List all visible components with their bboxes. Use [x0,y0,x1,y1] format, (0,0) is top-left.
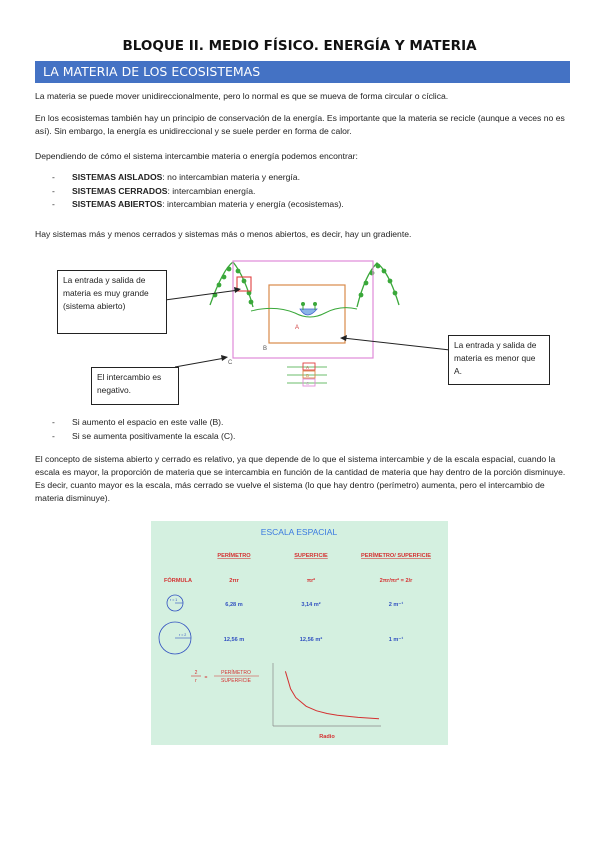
callout-right: La entrada y salida de materia es menor … [448,335,550,385]
left-hill [209,261,254,308]
list-item: Si aumento el espacio en este valle (B). [52,416,235,430]
svg-text:A: A [306,365,309,370]
x-axis-label: Radio [319,734,335,740]
paragraph-4: Hay sistemas más y menos cerrados y sist… [35,229,412,239]
list-item: SISTEMAS ABIERTOS: intercambian materia … [52,198,344,212]
svg-text:2: 2 [195,670,198,676]
page-title: BLOQUE II. MEDIO FÍSICO. ENERGÍA Y MATER… [122,38,477,54]
scale-box-a-small [236,276,252,292]
value-r1-superficie: 3,14 m² [301,601,320,608]
circle-r1: r = 1 [166,594,184,612]
svg-text:r = 2: r = 2 [179,633,186,637]
svg-text:B: B [306,373,309,378]
arrow-left-top [164,289,240,301]
svg-text:r: r [195,678,197,684]
formula-ratio: 2πr/πr² = 2/r [380,577,413,584]
formula-superficie: πr² [307,577,315,584]
scale-list: Si aumento el espacio en este valle (B).… [52,416,235,443]
svg-text:=: = [205,675,208,681]
arrow-right [342,337,451,351]
diagram-label-b: B [263,346,267,352]
ratio-curve [284,671,380,720]
chart-graphic: ESCALA ESPACIAL PERÍMETRO SUPERFICIE PER… [151,521,448,745]
chart-title: ESCALA ESPACIAL [261,527,338,537]
paragraph-1: La materia se puede mover unidireccional… [35,91,449,101]
circle-r2: r = 2 [158,621,192,655]
right-hill [356,262,400,308]
section-banner: LA MATERIA DE LOS ECOSISTEMAS [35,61,570,83]
paragraph-3: Dependiendo de cómo el sistema intercamb… [35,151,358,161]
value-r2-superficie: 12,56 m² [300,636,323,643]
value-r2-ratio: 1 m⁻¹ [389,636,404,643]
diagram-label-c: C [228,360,233,366]
callout-left-top: La entrada y salida de materia es muy gr… [57,270,167,334]
list-item: Si se aumenta positivamente la escala (C… [52,430,235,444]
scale-box-c [232,260,374,359]
diagram-legend: A B C [287,362,327,387]
value-r1-ratio: 2 m⁻¹ [389,601,404,608]
diagram-label-a: A [295,325,299,331]
paragraph-2: En los ecosistemas también hay un princi… [35,113,565,136]
value-r2-perimetro: 12,56 m [224,637,245,643]
formula-perimetro: 2πr [229,578,239,584]
header-ratio: PERÍMETRO/ SUPERFICIE [361,551,431,559]
scale-chart: ESCALA ESPACIAL PERÍMETRO SUPERFICIE PER… [151,521,448,745]
paragraph-5: El concepto de sistema abierto y cerrado… [35,454,566,503]
chart-background [151,521,448,745]
svg-text:r = 1: r = 1 [170,598,177,602]
list-item: SISTEMAS AISLADOS: no intercambian mater… [52,171,344,185]
header-superficie: SUPERFICIE [294,553,328,559]
scale-box-b [268,284,346,344]
svg-text:PERÍMETRO: PERÍMETRO [221,669,251,676]
ratio-equation: 2 r = PERÍMETRO SUPERFICIE [191,669,259,684]
ecosystem-diagram: A B C A B C La entrada y salida de mater… [35,247,570,405]
value-r1-perimetro: 6,28 m [225,602,242,608]
pond-icon [299,308,318,316]
plot-area: Radio [272,663,381,740]
systems-list: SISTEMAS AISLADOS: no intercambian mater… [52,171,344,212]
diagram-graphic: A B C A B C [164,260,451,387]
formula-label: FÓRMULA [164,576,192,584]
arrow-left-bottom [174,357,226,368]
svg-text:C: C [306,381,310,386]
header-perimetro: PERÍMETRO [217,551,251,559]
svg-text:SUPERFICIE: SUPERFICIE [221,678,252,684]
list-item: SISTEMAS CERRADOS: intercambian energía. [52,185,344,199]
section-title: LA MATERIA DE LOS ECOSISTEMAS [43,64,261,79]
callout-left-bottom: El intercambio es negativo. [91,367,179,405]
